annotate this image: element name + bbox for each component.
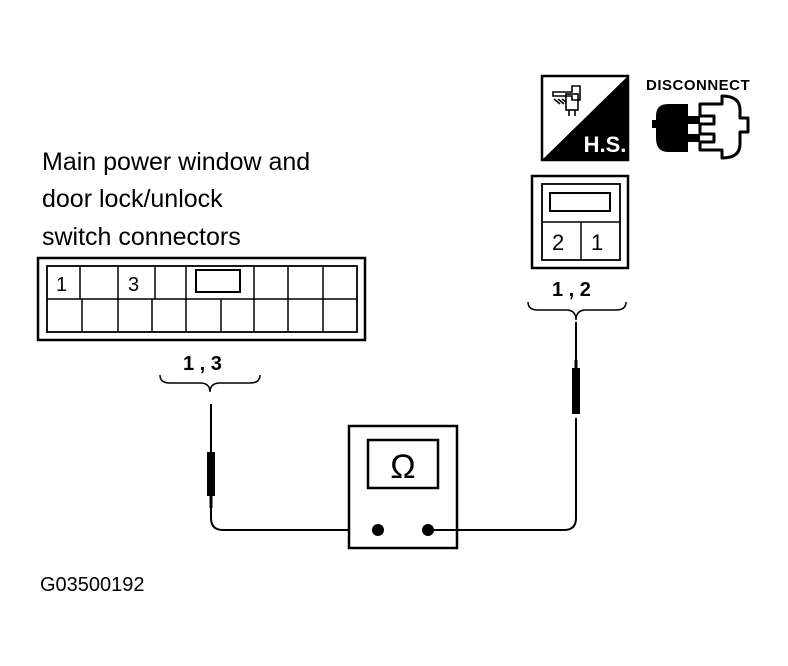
hs-label: H.S. bbox=[584, 132, 627, 157]
right-connector-body bbox=[530, 174, 630, 270]
connector-caption: Main power window and door lock/unlock s… bbox=[42, 148, 310, 251]
left-pins-bracket bbox=[159, 374, 261, 393]
connector-latch bbox=[195, 269, 241, 293]
right-probe bbox=[428, 322, 580, 531]
meter-display bbox=[366, 438, 440, 490]
right-pins-bracket bbox=[527, 301, 627, 321]
meter-terminal-left bbox=[372, 524, 384, 536]
right-connector-latch bbox=[549, 192, 611, 212]
caption-line-1: Main power window and bbox=[42, 148, 310, 176]
left-pin-3-label: 3 bbox=[128, 274, 139, 296]
left-probe-pins-label: 1 , 3 bbox=[183, 353, 222, 375]
disconnect-label: DISCONNECT bbox=[646, 77, 750, 94]
figure-code: G03500192 bbox=[40, 574, 145, 596]
disconnect-icon bbox=[652, 94, 750, 160]
ohm-symbol: Ω bbox=[390, 448, 415, 486]
left-connector-body bbox=[36, 256, 367, 342]
caption-line-3: switch connectors bbox=[42, 223, 241, 251]
harness-connector-icon bbox=[552, 85, 581, 116]
caption-line-2: door lock/unlock bbox=[42, 185, 223, 213]
right-pin-2-label: 2 bbox=[552, 230, 564, 255]
right-connector bbox=[530, 174, 630, 270]
left-probe bbox=[207, 404, 378, 531]
left-connector bbox=[36, 256, 367, 342]
right-pin-1-label: 1 bbox=[591, 230, 603, 255]
ohmmeter bbox=[347, 424, 459, 550]
right-probe-pins-label: 1 , 2 bbox=[552, 279, 591, 301]
harness-side-badge bbox=[540, 74, 630, 162]
left-pin-1-label: 1 bbox=[56, 274, 67, 296]
